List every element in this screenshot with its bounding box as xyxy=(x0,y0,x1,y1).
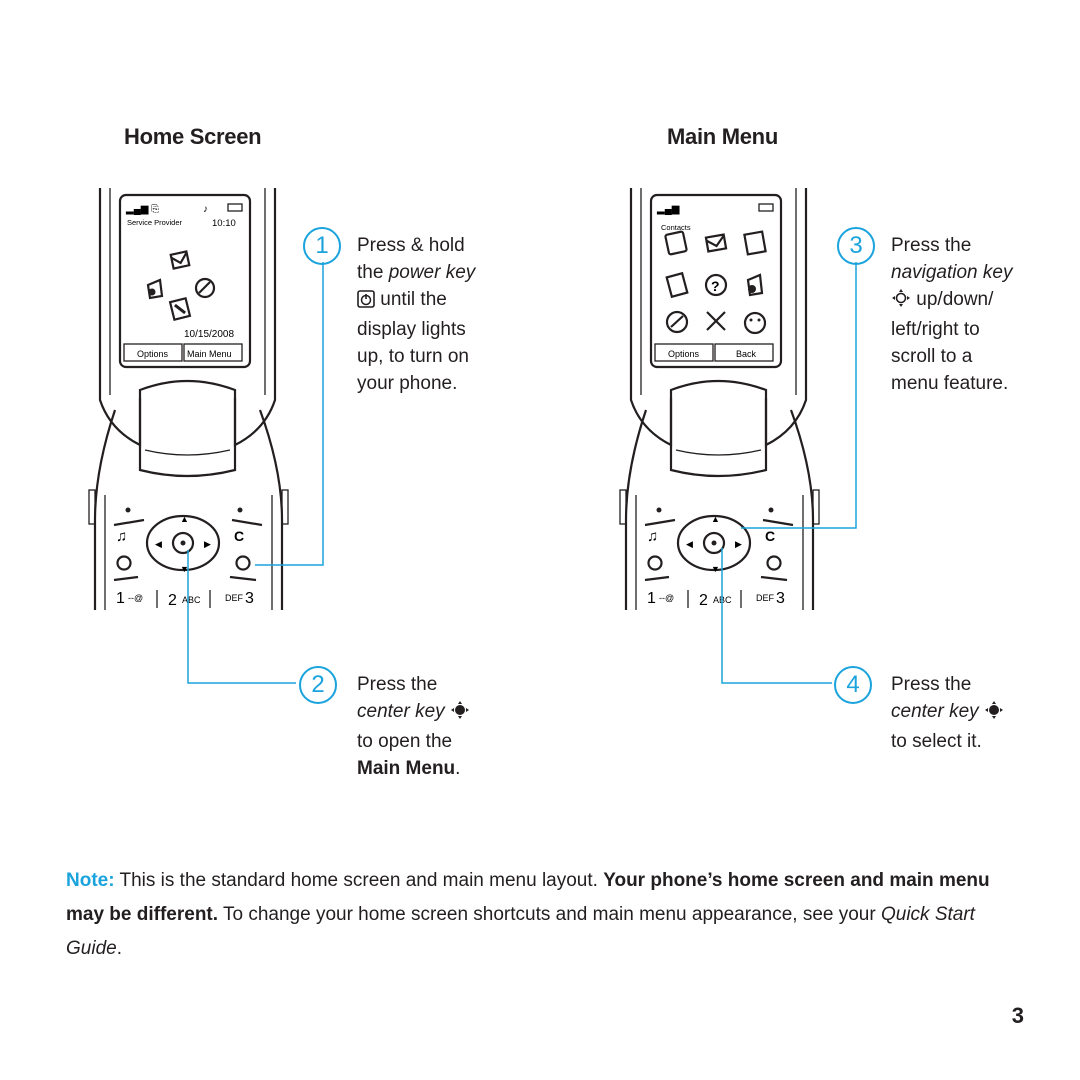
step-3-line-3: up/down/ xyxy=(891,286,1066,316)
step-4-number: 4 xyxy=(834,666,872,704)
step-2-line-1: Press the xyxy=(357,674,438,695)
step-1-line-5: up, to turn on xyxy=(357,346,469,367)
home-left-softkey-label: Options xyxy=(137,349,169,359)
note-guide-title: Quick Start Guide xyxy=(66,904,975,959)
svg-text:▲: ▲ xyxy=(180,514,189,524)
step-2-text: Press the center key to open the Main Me… xyxy=(357,671,527,782)
menu-left-softkey-label: Options xyxy=(668,349,700,359)
note-bold: Your phone’s home screen and main menu m… xyxy=(66,870,990,925)
step-4-text: Press the center key to select it. xyxy=(891,671,1061,755)
svg-text:--@: --@ xyxy=(659,593,674,603)
note-end: . xyxy=(116,938,122,959)
svg-text:ABC: ABC xyxy=(182,595,201,605)
callout-line-1 xyxy=(255,262,324,566)
home-right-softkey-label: Main Menu xyxy=(187,349,232,359)
svg-text:♫: ♫ xyxy=(647,528,658,545)
center-key xyxy=(171,531,195,555)
power-key-icon xyxy=(357,289,375,316)
menu-selected-label: Contacts xyxy=(661,223,691,232)
callout-line-2 xyxy=(187,550,296,684)
step-1-line-4: display lights xyxy=(357,319,466,340)
svg-text:DEF: DEF xyxy=(756,593,775,603)
note-text-2: To change your home screen shortcuts and… xyxy=(218,904,881,925)
svg-text:♪: ♪ xyxy=(203,204,208,215)
home-screen-heading: Home Screen xyxy=(124,124,262,149)
svg-text:2: 2 xyxy=(699,592,708,609)
phones-illustration: ▲ ▼ ◀ ▶ ♫ C 1 --@ 2 ABC DEF 3 ▂▄▆ ⎘ ♪ Se… xyxy=(88,188,857,684)
key-1: 1 xyxy=(116,590,125,607)
step-3-line-1: Press the xyxy=(891,235,972,256)
step-1-number: 1 xyxy=(303,227,341,265)
svg-text:▼: ▼ xyxy=(711,564,720,574)
navigation-key-icon xyxy=(891,288,911,316)
note-paragraph: Note: This is the standard home screen a… xyxy=(66,864,1026,966)
svg-text:▶: ▶ xyxy=(204,539,211,549)
step-3-line-2: navigation key xyxy=(891,262,1013,283)
note-label: Note: xyxy=(66,870,115,891)
svg-text:DEF: DEF xyxy=(225,593,244,603)
step-4-line-2: center key xyxy=(891,698,1061,728)
shortcut-icons xyxy=(146,250,216,322)
step-3-number: 3 xyxy=(837,227,875,265)
svg-text:♫: ♫ xyxy=(116,528,127,545)
step-1-line-2: the power key xyxy=(357,262,476,283)
note-text-1: This is the standard home screen and mai… xyxy=(114,870,604,891)
svg-text:▂▄▆: ▂▄▆ xyxy=(656,204,680,216)
step-1-line-3: until the xyxy=(357,286,527,316)
home-phone: ▲ ▼ ◀ ▶ ♫ C 1 --@ 2 ABC DEF 3 ▂▄▆ ⎘ ♪ Se… xyxy=(88,188,289,610)
svg-text:1: 1 xyxy=(647,590,656,607)
callout-line-4 xyxy=(721,548,832,684)
svg-text:▶: ▶ xyxy=(735,539,742,549)
service-provider: Service Provider xyxy=(127,218,183,227)
step-3-line-5: scroll to a xyxy=(891,346,973,367)
key-3: 3 xyxy=(245,590,254,607)
center-key-icon xyxy=(450,700,470,728)
step-4-line-3: to select it. xyxy=(891,731,982,752)
home-display xyxy=(118,193,252,369)
svg-text:--@: --@ xyxy=(128,593,143,603)
menu-icon-grid: ? xyxy=(664,230,767,335)
step-4-line-1: Press the xyxy=(891,674,972,695)
step-1-text: Press & hold the power key until the dis… xyxy=(357,232,527,397)
menu-right-softkey-label: Back xyxy=(736,349,757,359)
clock: 10:10 xyxy=(212,218,236,229)
svg-text:?: ? xyxy=(711,278,720,294)
callout-line-3 xyxy=(741,262,857,529)
svg-text:C: C xyxy=(765,528,775,544)
key-2: 2 xyxy=(168,592,177,609)
step-1-line-1: Press & hold xyxy=(357,235,465,256)
svg-text:3: 3 xyxy=(776,590,785,607)
step-1-line-6: your phone. xyxy=(357,373,458,394)
step-3-text: Press the navigation key up/down/ left/r… xyxy=(891,232,1066,397)
navigation-key xyxy=(145,514,221,572)
main-menu-heading: Main Menu xyxy=(667,124,778,149)
menu-display xyxy=(649,193,783,369)
svg-text:▂▄▆ ⎘: ▂▄▆ ⎘ xyxy=(125,204,159,216)
step-2-line-4: Main Menu. xyxy=(357,758,461,779)
svg-text:▲: ▲ xyxy=(711,514,720,524)
menu-phone: ▲ ▼ ◀ ▶ ♫ C 1 --@ 2 ABC DEF 3 ▂▄▆ Contac… xyxy=(619,188,820,610)
step-2-line-3: to open the xyxy=(357,731,453,752)
step-3-line-4: left/right to xyxy=(891,319,980,340)
svg-text:▼: ▼ xyxy=(180,564,189,574)
step-2-number: 2 xyxy=(299,666,337,704)
svg-text:C: C xyxy=(234,528,244,544)
center-key-icon xyxy=(984,700,1004,728)
hinge xyxy=(138,379,237,478)
svg-text:◀: ◀ xyxy=(155,539,162,549)
step-3-line-6: menu feature. xyxy=(891,373,1009,394)
home-date: 10/15/2008 xyxy=(184,329,234,340)
svg-text:◀: ◀ xyxy=(686,539,693,549)
page-number: 3 xyxy=(1011,1003,1024,1028)
step-2-line-2: center key xyxy=(357,698,527,728)
